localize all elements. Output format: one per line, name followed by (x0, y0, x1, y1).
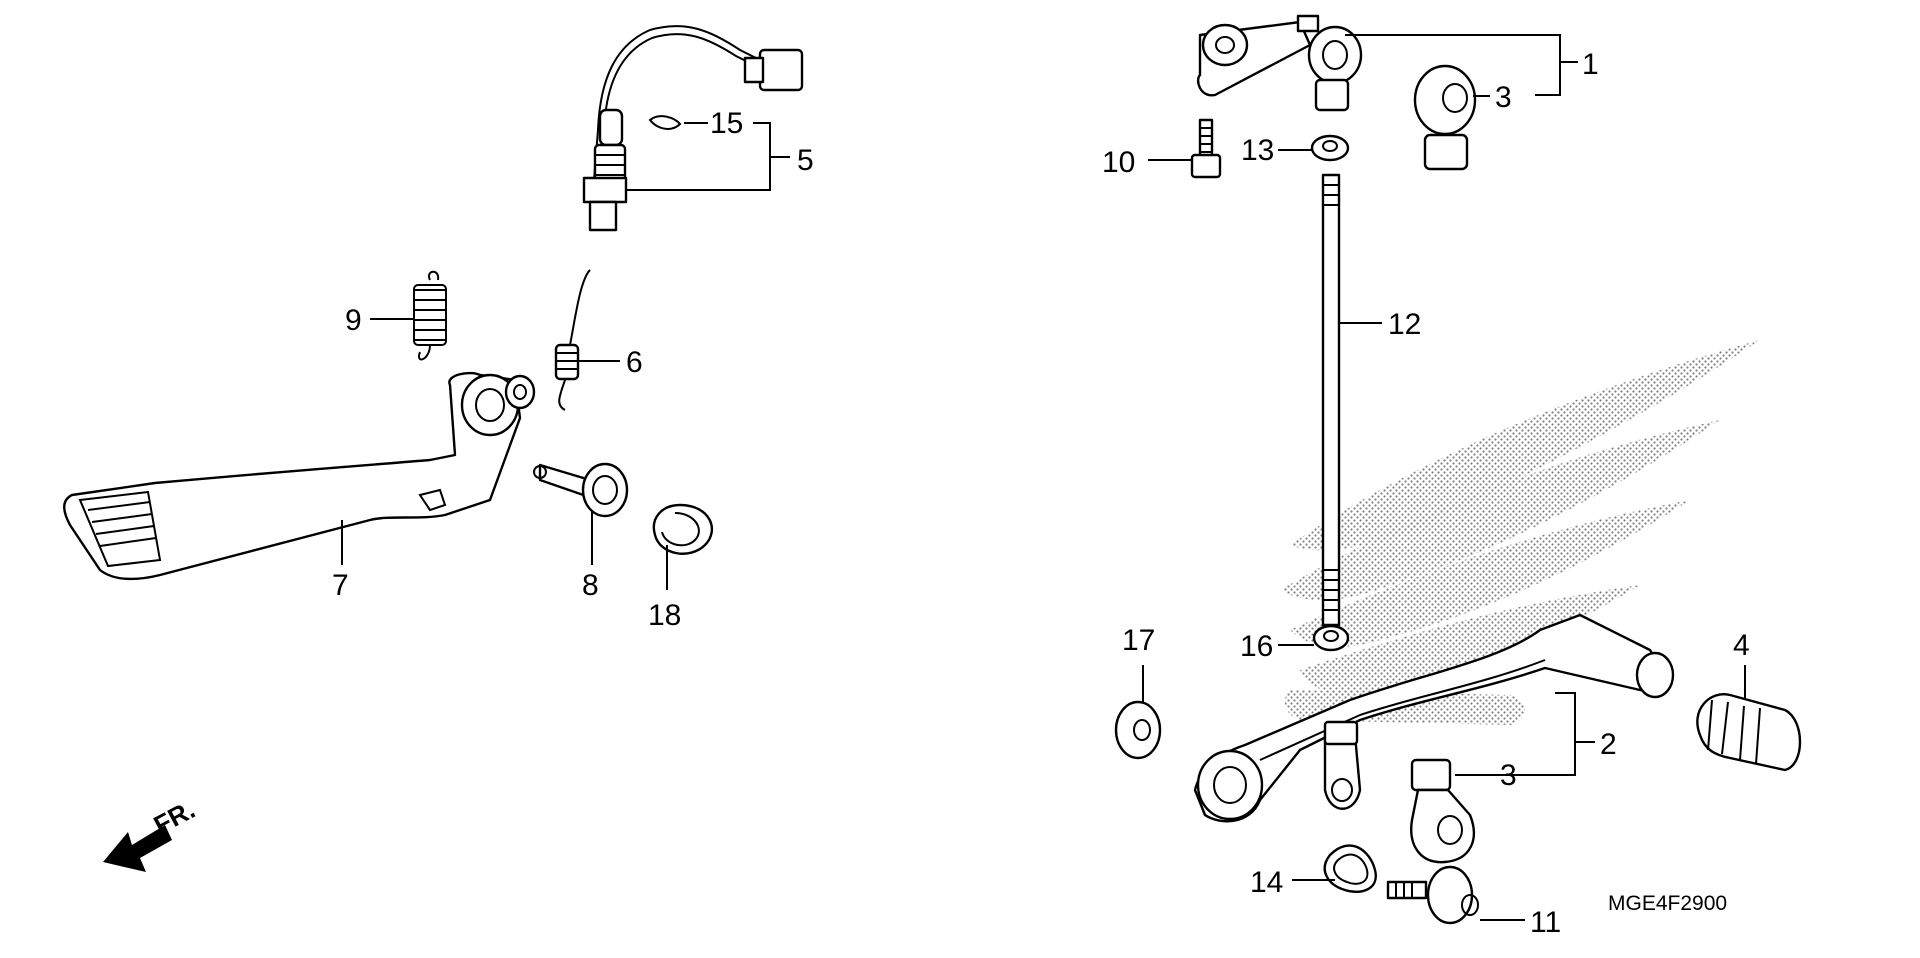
callout-16: 16 (1240, 630, 1273, 663)
circlip-part-18 (652, 503, 714, 555)
washer-part-17 (1114, 700, 1162, 760)
callout-12: 12 (1388, 308, 1421, 341)
washer-part-14 (1323, 844, 1377, 893)
callout-11: 11 (1530, 906, 1561, 939)
callout-3-bottom: 3 (1500, 759, 1517, 792)
rod-end-top-part-3 (1413, 64, 1477, 171)
callout-1: 1 (1582, 48, 1599, 81)
stop-switch-part-5 (582, 25, 804, 232)
callout-13: 13 (1241, 134, 1274, 167)
direction-arrow-icon (103, 825, 172, 872)
callout-18: 18 (648, 599, 681, 632)
callout-17: 17 (1122, 624, 1155, 657)
return-spring-part-9 (413, 270, 447, 361)
callout-8: 8 (582, 569, 599, 602)
shift-pedal-part-2 (1193, 613, 1675, 823)
callout-5: 5 (797, 144, 814, 177)
callout-9: 9 (345, 304, 362, 337)
callout-14: 14 (1250, 866, 1283, 899)
callout-15: 15 (710, 107, 743, 140)
leader-lines (341, 34, 1746, 921)
brake-pedal-part-7 (63, 371, 536, 581)
callout-10: 10 (1102, 146, 1135, 179)
small-spring-part-6 (554, 269, 591, 411)
callout-3-top: 3 (1495, 81, 1512, 114)
nut-part-16 (1312, 624, 1350, 652)
callout-6: 6 (626, 346, 643, 379)
callout-2: 2 (1600, 728, 1617, 761)
pivot-link-part-8 (533, 462, 629, 518)
callout-7: 7 (332, 569, 349, 602)
nut-part-13 (1310, 134, 1350, 162)
diagram-code: MGE4F2900 (1608, 892, 1727, 915)
rubber-peg-part-4 (1696, 693, 1802, 772)
tie-rod-part-12 (1321, 173, 1341, 627)
rod-end-bottom-part-3 (1410, 758, 1475, 864)
bolt-part-10 (1190, 118, 1222, 179)
callout-4: 4 (1733, 629, 1750, 662)
shift-arm-part-1 (1196, 14, 1363, 112)
pivot-bolt-part-11 (1386, 865, 1479, 925)
